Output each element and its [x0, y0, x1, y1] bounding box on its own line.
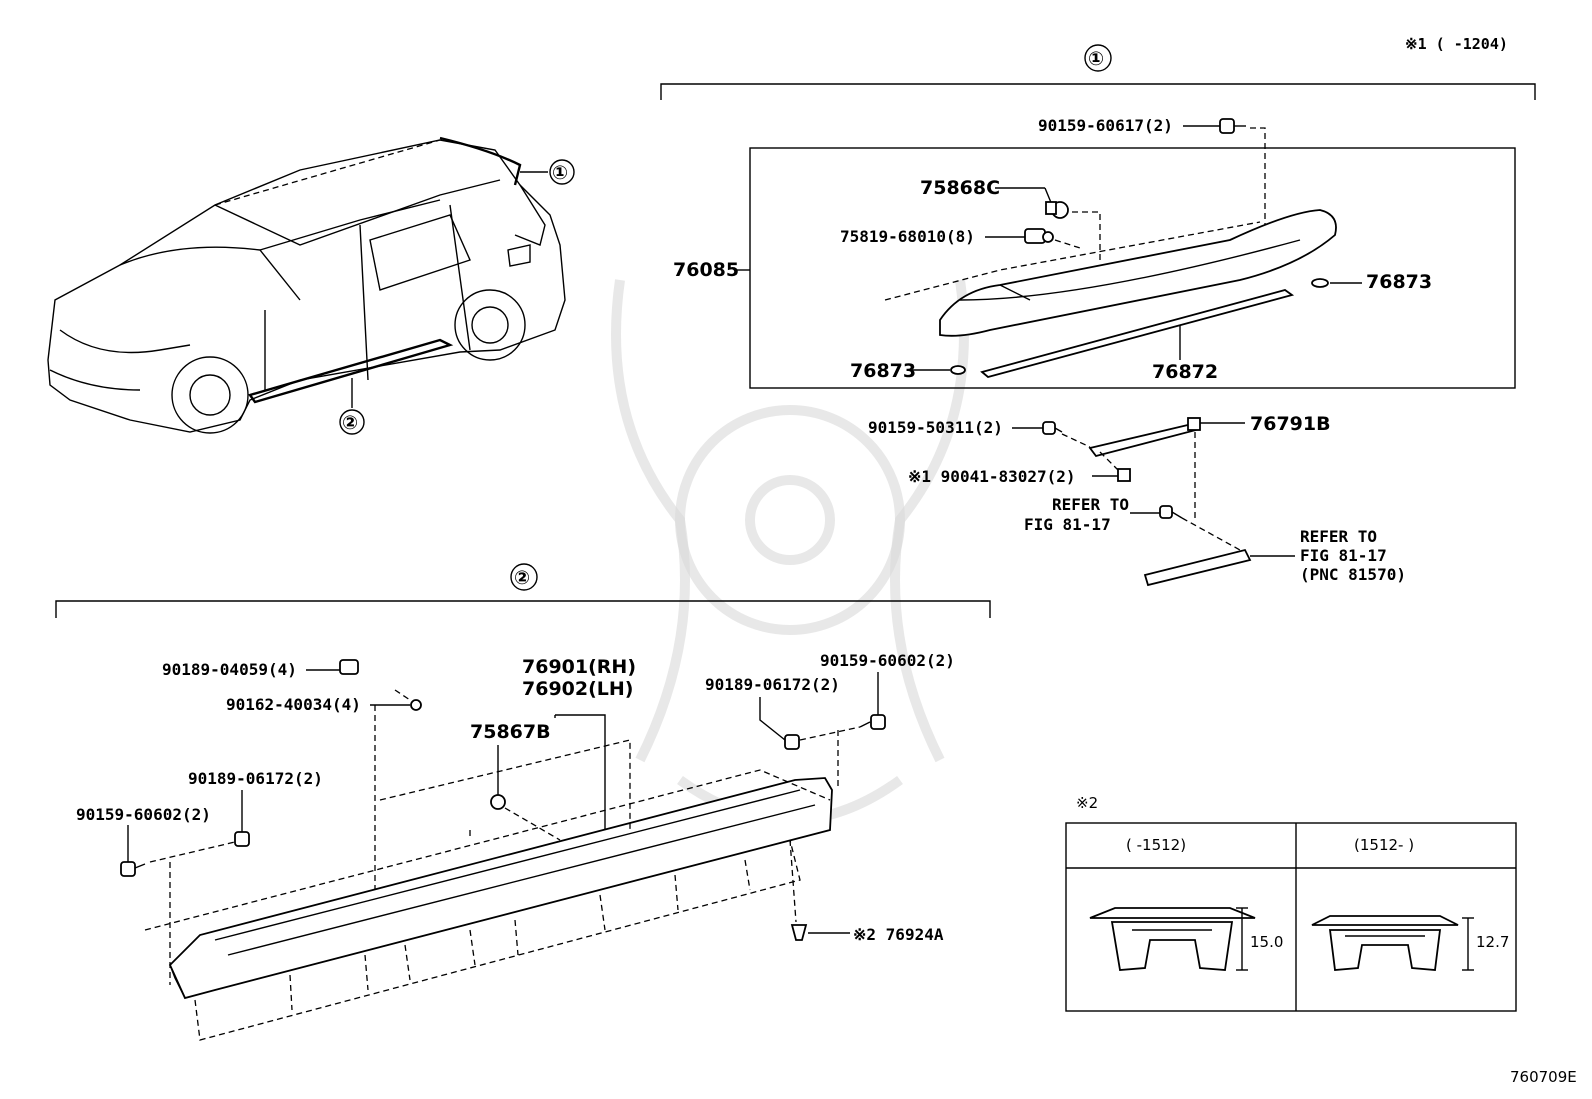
bracket-76791B: [1088, 422, 1198, 458]
garnish-molding: [1143, 548, 1252, 587]
refer-1-line-2: FIG 81-17: [1024, 515, 1111, 534]
refer-2-line-3: (PNC 81570): [1300, 565, 1406, 584]
svg-text:①: ①: [552, 162, 568, 184]
bolt-icon: [1159, 505, 1183, 519]
rear-spoiler: [884, 209, 1337, 337]
strip-76872: [980, 289, 1295, 378]
screw-icon: [410, 699, 422, 711]
part-76873-left: 76873: [850, 360, 916, 382]
part-75868C: 75868C: [920, 177, 1000, 199]
clip-col-2-header: (1512- ): [1354, 836, 1414, 854]
part-90189-04059: 90189-04059(4): [162, 660, 297, 679]
part-76872: 76872: [1152, 361, 1218, 383]
part-90159-60617: 90159-60617(2): [1038, 116, 1173, 135]
part-90041-83027: ※1 90041-83027(2): [908, 467, 1076, 486]
figure-code: 760709E: [1510, 1068, 1577, 1086]
side-mudguard: [144, 739, 833, 1041]
clip-icon: [339, 659, 359, 675]
part-76791B: 76791B: [1250, 413, 1331, 435]
refer-2-line-2: FIG 81-17: [1300, 546, 1387, 565]
clip-1-height: 15.0: [1250, 933, 1283, 951]
clip-icon: [234, 831, 250, 847]
part-75867B: 75867B: [470, 721, 551, 743]
nut-icon: [1024, 228, 1054, 244]
clip-profile-2: [1311, 915, 1474, 971]
bolt-icon: [1219, 118, 1246, 134]
part-90159-50311: 90159-50311(2): [868, 418, 1003, 437]
clip-icon: [790, 924, 808, 941]
screw-icon: [1042, 421, 1063, 435]
part-90162-40034: 90162-40034(4): [226, 695, 361, 714]
part-90159-60602-right: 90159-60602(2): [820, 651, 955, 670]
clip-table: ※2 ( -1512) (1512- ) 15.0 12.7: [1065, 794, 1517, 1012]
part-76085: 76085: [673, 259, 739, 281]
nut-icon: [1117, 468, 1131, 482]
refer-2-line-1: REFER TO: [1300, 527, 1377, 546]
refer-1-line-1: REFER TO: [1052, 495, 1129, 514]
clip-profile-1: [1089, 907, 1256, 971]
part-90189-06172-left: 90189-06172(2): [188, 769, 323, 788]
car-callout-side: ②: [339, 378, 365, 435]
spoiler-group: ① 90159-60617(2) 75868C 75819-68010(8): [660, 44, 1536, 587]
bolt-icon: [120, 861, 146, 877]
clip-2-height: 12.7: [1476, 933, 1509, 951]
seal-76873-right: [1311, 278, 1329, 288]
side-group: ② 90189-04059(4) 90162-40034(4) 76901(RH…: [55, 563, 991, 1041]
bolt-icon: [859, 714, 886, 730]
clip-icon: [1045, 201, 1069, 219]
part-90189-06172-right: 90189-06172(2): [705, 675, 840, 694]
note-1-range: ※1 ( -1204): [1405, 35, 1508, 53]
vehicle-overview: [47, 136, 566, 434]
seal-76873-left: [950, 365, 966, 375]
part-76924A: ※2 76924A: [853, 925, 944, 944]
svg-text:②: ②: [342, 412, 358, 434]
clip-col-1-header: ( -1512): [1126, 836, 1186, 854]
part-75819-68010: 75819-68010(8): [840, 227, 975, 246]
clip-icon: [490, 794, 506, 810]
clip-table-title: ※2: [1076, 794, 1098, 812]
part-90159-60602-left: 90159-60602(2): [76, 805, 211, 824]
group-2-label: ②: [514, 567, 530, 589]
part-76901: 76901(RH): [522, 656, 636, 678]
part-76873-right: 76873: [1366, 271, 1432, 293]
clip-icon: [784, 734, 800, 750]
part-76902: 76902(LH): [522, 678, 633, 700]
car-callout-spoiler: ①: [520, 159, 575, 185]
group-1-label: ①: [1088, 48, 1104, 70]
